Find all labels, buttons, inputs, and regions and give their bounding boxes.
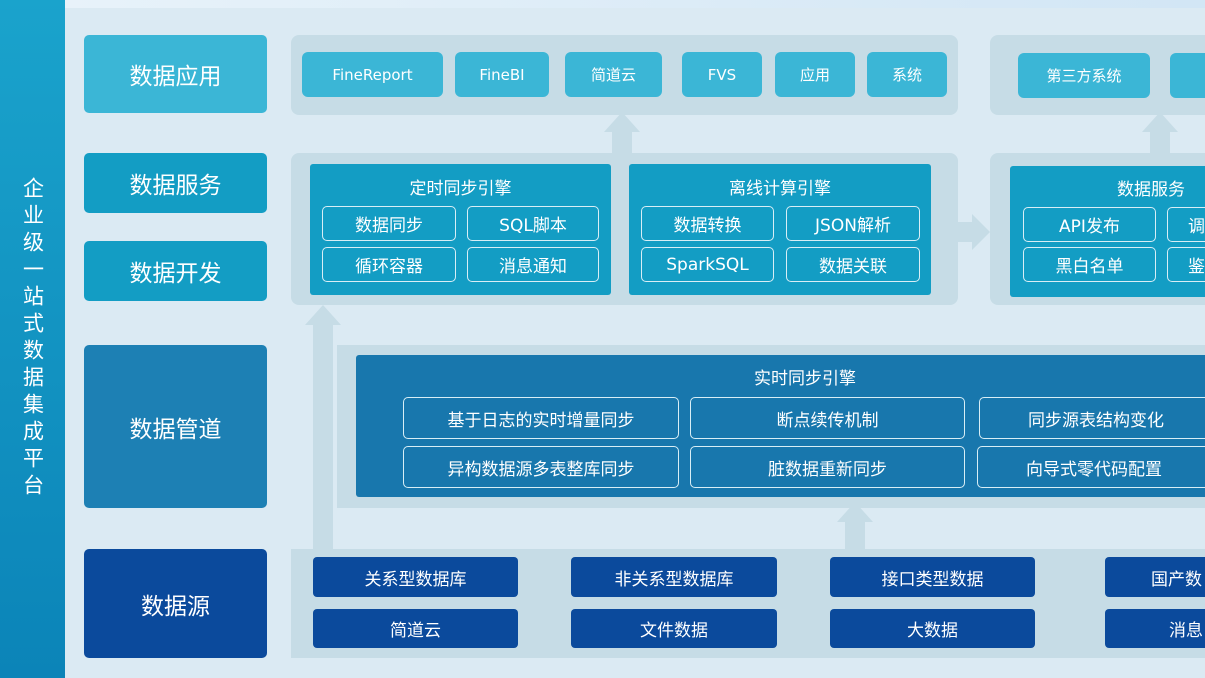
feature-item: 黑白名单 [1023,247,1156,282]
arrow-up [1150,128,1170,156]
engine-title: 实时同步引擎 [754,369,856,389]
source-item: 消息 [1105,609,1205,648]
source-item: 简道云 [313,609,518,648]
arrow-right-head [972,214,990,250]
feature-item: 断点续传机制 [690,397,965,439]
feature-item: 循环容器 [322,247,456,282]
app-fvs[interactable]: FVS [682,52,762,97]
feature-item: SQL脚本 [467,206,599,241]
feature-item: 脏数据重新同步 [690,446,965,488]
layer-data-application: 数据应用 [84,35,267,113]
feature-item: 鉴 [1167,247,1205,282]
feature-item: API发布 [1023,207,1156,242]
source-item: 国产数 [1105,557,1205,597]
source-item: 大数据 [830,609,1035,648]
app-system[interactable]: 系统 [867,52,947,97]
data-service-engine: 数据服务 [1010,166,1205,297]
app-finereport[interactable]: FineReport [302,52,443,97]
arrow-up-head [604,112,640,132]
feature-item: SparkSQL [641,247,774,282]
arrow-up [612,128,632,156]
feature-item: 数据转换 [641,206,774,241]
platform-sidebar: 企业级一站式数据集成平台 [0,0,65,678]
layer-data-source: 数据源 [84,549,267,658]
feature-item: 向导式零代码配置 [977,446,1205,488]
scheduled-sync-engine: 定时同步引擎 [310,164,611,295]
top-strip [0,0,1205,8]
source-item: 非关系型数据库 [571,557,777,597]
platform-title: 企业级一站式数据集成平台 [20,177,45,501]
offline-compute-engine: 离线计算引擎 [629,164,931,295]
layer-data-development: 数据开发 [84,241,267,301]
source-item: 关系型数据库 [313,557,518,597]
arrow-up [845,520,865,550]
feature-item: 异构数据源多表整库同步 [403,446,679,488]
feature-item: JSON解析 [786,206,920,241]
feature-item: 基于日志的实时增量同步 [403,397,679,439]
source-item: 接口类型数据 [830,557,1035,597]
realtime-sync-engine: 实时同步引擎 [356,355,1205,497]
arrow-up-long [313,325,333,551]
layer-data-pipeline: 数据管道 [84,345,267,508]
feature-item: 数据关联 [786,247,920,282]
feature-item: 调 [1167,207,1205,242]
feature-item: 数据同步 [322,206,456,241]
arrow-up-head [305,305,341,325]
engine-title: 数据服务 [1117,180,1185,200]
app-third-party[interactable]: 第三方系统 [1018,53,1150,98]
engine-title: 离线计算引擎 [729,179,831,199]
app-jiandaoyun[interactable]: 简道云 [565,52,662,97]
app-finebi[interactable]: FineBI [455,52,549,97]
layer-data-service: 数据服务 [84,153,267,213]
feature-item: 同步源表结构变化 [979,397,1205,439]
app-application[interactable]: 应用 [775,52,855,97]
app-third-party-2[interactable] [1170,53,1205,98]
feature-item: 消息通知 [467,247,599,282]
arrow-right [955,222,973,242]
engine-title: 定时同步引擎 [409,179,512,199]
source-item: 文件数据 [571,609,777,648]
arrow-up-head [1142,112,1178,132]
